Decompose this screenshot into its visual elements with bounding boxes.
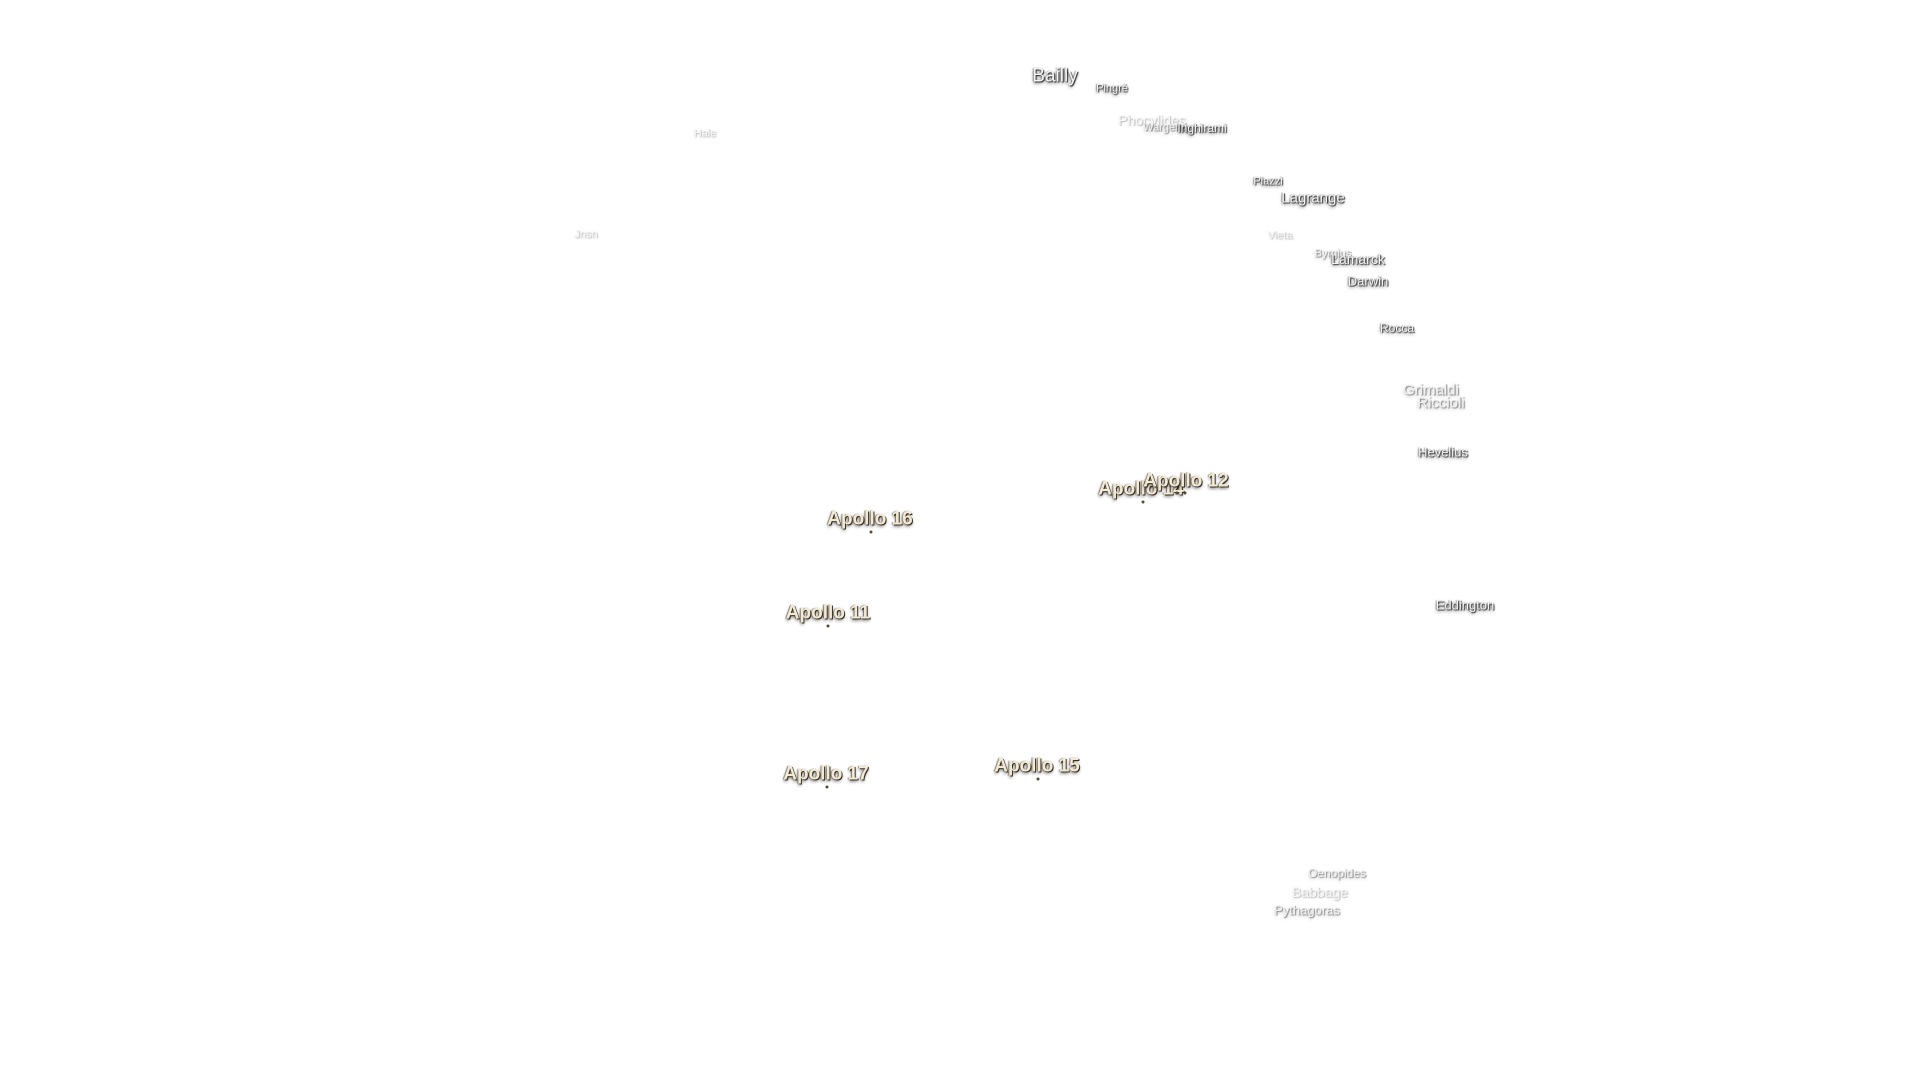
crater-label-phocylides[interactable]: Phocylides [1118, 112, 1186, 128]
crater-label-rocca[interactable]: Rocca [1379, 321, 1415, 335]
crater-label-lagrange[interactable]: Lagrange [1281, 189, 1345, 207]
crater-label-pingre[interactable]: Pingré [1096, 82, 1128, 95]
crater-label-lamarck[interactable]: Lamarck [1331, 251, 1385, 267]
crater-label-hevelius[interactable]: Hevelius [1418, 444, 1468, 460]
crater-label-janssen[interactable]: Jnsn [574, 228, 598, 241]
crater-label-eddington[interactable]: Eddington [1435, 597, 1495, 613]
crater-label-grimaldi[interactable]: Grimaldi [1403, 381, 1459, 399]
crater-label-hale[interactable]: Hale [693, 127, 717, 140]
crater-label-wargentin[interactable]: Wargentin [1143, 121, 1193, 134]
apollo-15-label[interactable]: Apollo 15 [994, 755, 1080, 777]
apollo-11-marker[interactable] [826, 624, 830, 628]
apollo-17-label[interactable]: Apollo 17 [783, 763, 869, 785]
apollo-14-label[interactable]: Apollo 14 [1098, 478, 1184, 500]
crater-label-bailly[interactable]: Bailly [1032, 65, 1078, 87]
crater-label-piazzi[interactable]: Piazzi [1253, 175, 1283, 188]
apollo-17-marker[interactable] [825, 785, 829, 789]
crater-label-darwin[interactable]: Darwin [1347, 273, 1389, 289]
apollo-14-marker[interactable] [1141, 500, 1145, 504]
crater-label-inghirami[interactable]: Inghirami [1177, 121, 1227, 135]
crater-label-riccioli[interactable]: Riccioli [1417, 394, 1465, 412]
apollo-11-label[interactable]: Apollo 11 [785, 602, 871, 624]
crater-label-oenopides[interactable]: Oenopides [1307, 866, 1367, 880]
apollo-16-marker[interactable] [869, 530, 873, 534]
crater-label-pythagoras[interactable]: Pythagoras [1274, 902, 1340, 918]
crater-label-vieta[interactable]: Vieta [1267, 229, 1293, 242]
apollo-12-marker-aux [1175, 491, 1179, 495]
crater-label-byrgius[interactable]: Byrgius [1314, 247, 1352, 260]
apollo-12-marker[interactable] [1183, 491, 1187, 495]
apollo-15-marker[interactable] [1036, 777, 1040, 781]
apollo-12-label[interactable]: Apollo 12 [1143, 470, 1229, 492]
crater-label-babbage[interactable]: Babbage [1291, 884, 1349, 900]
apollo-16-label[interactable]: Apollo 16 [827, 508, 913, 530]
